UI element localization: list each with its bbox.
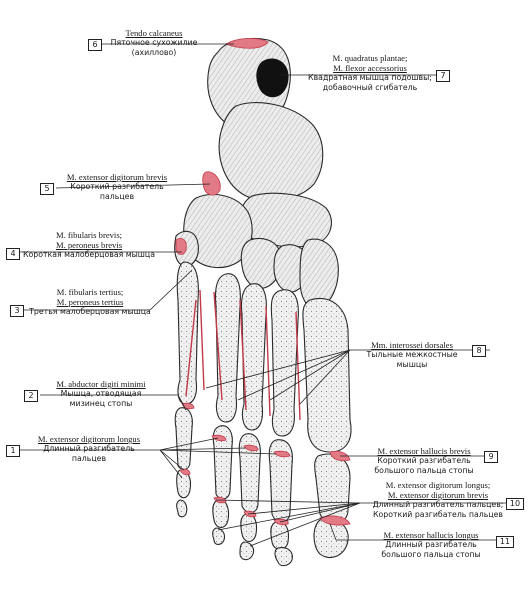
latin-name: M. fibularis tertius;: [56, 287, 124, 297]
talus: [218, 102, 324, 202]
latin-name: Mm. interossei dorsales: [371, 340, 453, 350]
label-extensor-digitorum-brevis: M. extensor digitorum brevis Короткий ра…: [56, 172, 178, 202]
interossei-strips: [185, 289, 301, 421]
latin-name: M. extensor digitorum brevis: [66, 172, 168, 182]
latin-name: M. extensor digitorum longus: [37, 434, 141, 444]
label-peroneus-tertius: M. fibularis tertius; M. peroneus tertiu…: [26, 287, 154, 317]
russian-name: мышцы: [396, 360, 428, 369]
latin-name: M. fibularis brevis;: [55, 230, 123, 240]
tendo-calcaneus-attachment: [225, 38, 269, 49]
label-number-1: 1: [6, 445, 20, 457]
label-number-9: 9: [484, 451, 498, 463]
russian-name: пальцев: [99, 192, 135, 201]
latin-name: M. extensor digitorum longus;: [385, 480, 491, 490]
russian-name: Длинный разгибатель: [43, 444, 135, 453]
label-number-6: 6: [88, 39, 102, 51]
russian-name: Третья малоберцовая мышца: [29, 307, 151, 316]
lateral-cuneiform: [240, 237, 282, 289]
label-number-11: 11: [496, 536, 514, 548]
russian-name: Квадратная мышца подошвы;: [308, 73, 432, 82]
label-tendo-calcaneus: Tendo calcaneus Пяточное сухожилие (ахил…: [104, 28, 204, 58]
label-quadratus-plantae: M. quadratus plantae; M. flexor accessor…: [306, 53, 434, 93]
russian-name: Длинный разгибатель пальцев;: [372, 500, 504, 509]
label-abductor-digiti-minimi: M. abductor digiti minimi Мышца, отводящ…: [40, 379, 162, 409]
russian-name: большого пальца стопы: [374, 466, 474, 475]
russian-name: Мышца, отводящая: [60, 389, 142, 398]
russian-name: Короткий разгибатель: [377, 456, 471, 465]
leader-lines: [20, 43, 506, 547]
label-number-8: 8: [472, 345, 486, 357]
label-number-2: 2: [24, 390, 38, 402]
label-extensor-hallucis-brevis: M. extensor hallucis brevis Короткий раз…: [364, 446, 484, 476]
extensor-digitorum-brevis-attachment: [202, 171, 221, 196]
russian-name: Длинный разгибатель: [385, 540, 477, 549]
label-extensor-digitorum-longus: M. extensor digitorum longus Длинный раз…: [20, 434, 158, 464]
label-number-10: 10: [506, 498, 524, 510]
russian-name: Короткий разгибатель пальцев: [372, 510, 504, 519]
label-peroneus-brevis: M. fibularis brevis; M. peroneus brevis …: [22, 230, 156, 260]
bones: [174, 37, 339, 309]
russian-name: Пяточное сухожилие: [110, 38, 198, 47]
latin-name: M. extensor hallucis brevis: [377, 446, 471, 456]
latin-name: M. extensor hallucis longus: [383, 530, 479, 540]
label-extensor-digitorum-longus-brevis: M. extensor digitorum longus; M. extenso…: [372, 480, 504, 520]
label-number-5: 5: [40, 183, 54, 195]
russian-name: Короткая малоберцовая мышца: [22, 250, 156, 259]
latin-name: M. quadratus plantae;: [332, 53, 408, 63]
peroneus-brevis-attachment: [175, 238, 187, 255]
latin-name: M. abductor digiti minimi: [56, 379, 146, 389]
label-number-7: 7: [436, 70, 450, 82]
russian-name: добавочный сгибатель: [322, 83, 418, 92]
latin-name: M. extensor digitorum brevis: [387, 490, 489, 500]
flexor-accessorius-attachment: [256, 58, 289, 98]
label-number-3: 3: [10, 305, 24, 317]
russian-name: Короткий разгибатель: [70, 182, 164, 191]
label-number-4: 4: [6, 248, 20, 260]
metatarsal-4: [214, 273, 241, 423]
medial-cuneiform: [299, 238, 339, 309]
russian-name: мизинец стопы: [69, 399, 133, 408]
muscle-attachments: [175, 38, 351, 526]
latin-name: M. peroneus brevis: [55, 240, 123, 250]
latin-name: Tendo calcaneus: [125, 28, 183, 38]
russian-name: (ахиллово): [131, 48, 177, 57]
label-extensor-hallucis-longus: M. extensor hallucis longus Длинный разг…: [370, 530, 492, 560]
russian-name: Тыльные межкостные: [366, 350, 458, 359]
latin-name: M. flexor accessorius: [333, 63, 407, 73]
metatarsal-3: [240, 283, 267, 431]
russian-name: пальцев: [71, 454, 107, 463]
russian-name: большого пальца стопы: [381, 550, 481, 559]
label-interossei-dorsales: Mm. interossei dorsales Тыльные межкостн…: [356, 340, 468, 370]
latin-name: M. peroneus tertius: [56, 297, 124, 307]
metatarsal-2: [270, 289, 299, 437]
hallucis-longus-attachment: [319, 515, 351, 526]
